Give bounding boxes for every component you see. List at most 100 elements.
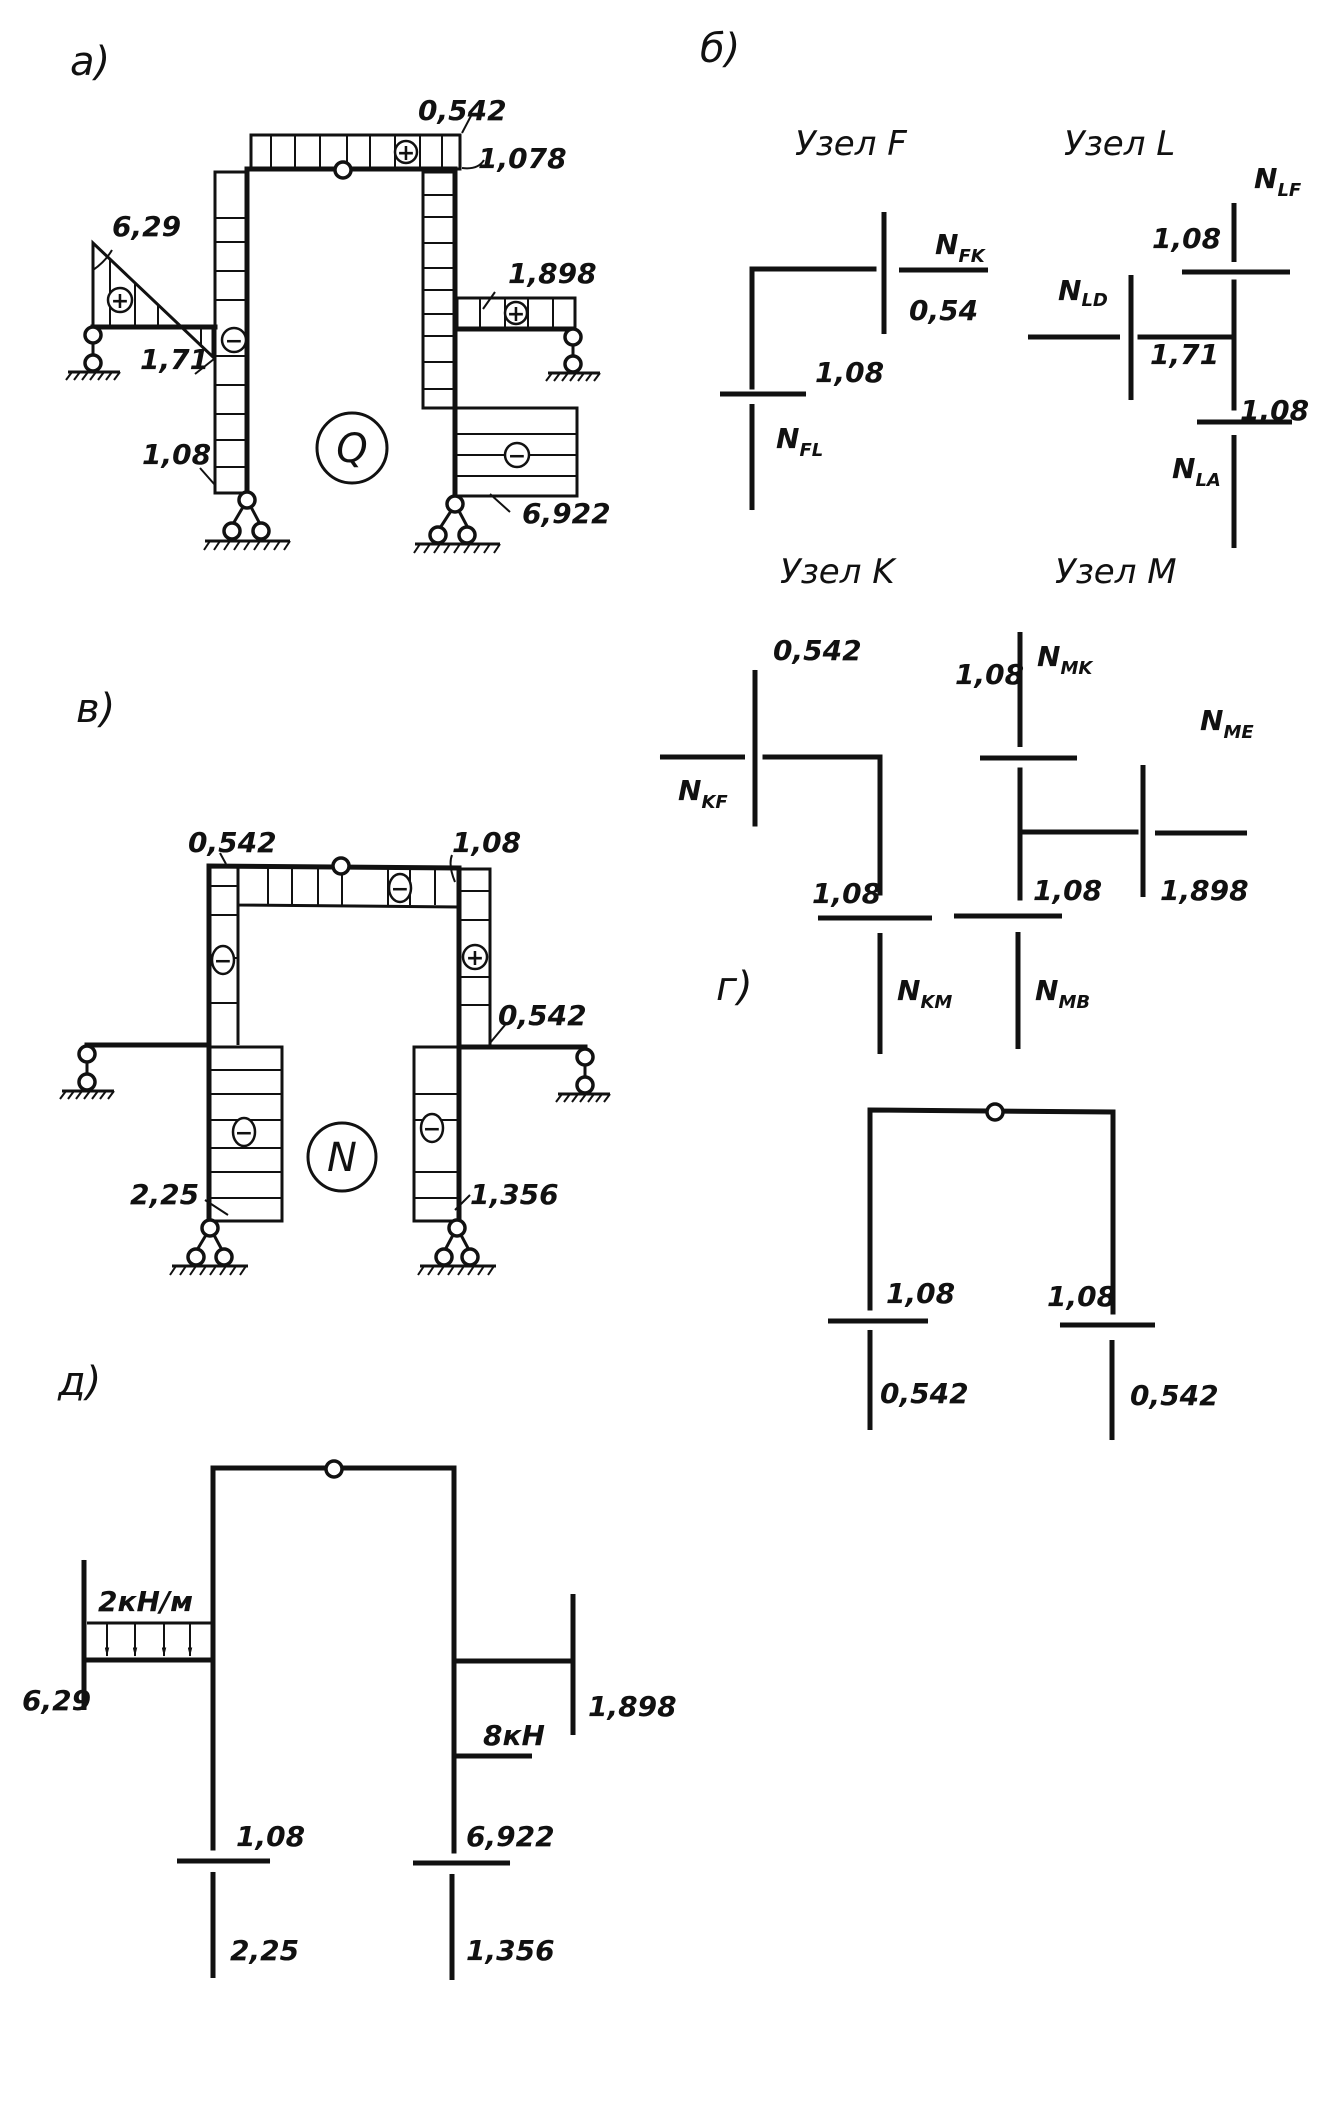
force-subscript: LA bbox=[1195, 470, 1220, 491]
panel-g-heading: г) bbox=[716, 964, 753, 1010]
right-upper-n-block: + bbox=[459, 867, 492, 1045]
roller-support-icon bbox=[555, 1047, 611, 1103]
plus-sign-icon bbox=[461, 943, 489, 971]
node-k: Узел K 0,542 NKF 1,08 NKM bbox=[659, 552, 952, 1055]
svg-text:NLA: NLA bbox=[1172, 452, 1221, 491]
roller-support-icon bbox=[59, 1044, 115, 1100]
force-name: N bbox=[776, 422, 799, 455]
roller-support-icon bbox=[65, 325, 121, 381]
value-label: 1,356 bbox=[470, 1178, 559, 1211]
force-name: N bbox=[1037, 640, 1060, 673]
value-label: 2,25 bbox=[230, 1934, 299, 1967]
roller-support-icon bbox=[545, 327, 601, 382]
value-label: 1,08 bbox=[452, 826, 521, 859]
diagram-symbol: N bbox=[327, 1135, 357, 1181]
sign-right-bracket: + bbox=[507, 302, 525, 327]
top-beam-n-block: − bbox=[236, 868, 460, 909]
svg-text:NFK: NFK bbox=[935, 228, 987, 267]
force-subscript: LF bbox=[1277, 180, 1301, 201]
sign-right-lower: − bbox=[508, 444, 526, 469]
node-title: Узел L bbox=[1064, 124, 1175, 164]
value-label: 0,542 bbox=[773, 634, 862, 667]
value-label: 6,29 bbox=[112, 210, 181, 243]
svg-text:NME: NME bbox=[1200, 704, 1254, 743]
panel-d-heading: д) bbox=[57, 1359, 101, 1405]
force-subscript: MB bbox=[1058, 992, 1090, 1013]
force-subscript: LD bbox=[1081, 290, 1107, 311]
node-title: Узел M bbox=[1055, 552, 1177, 592]
node-m: Узел M 1,08 NMK NME 1,08 1,898 NMB bbox=[953, 552, 1254, 1050]
svg-text:NMK: NMK bbox=[1037, 640, 1094, 679]
panel-v-heading: в) bbox=[76, 686, 115, 732]
left-lower-n-block: − bbox=[207, 1045, 284, 1223]
force-name: N bbox=[1172, 452, 1195, 485]
value-label: 6,29 bbox=[22, 1684, 91, 1717]
force-name: N bbox=[678, 774, 701, 807]
svg-text:NKM: NKM bbox=[897, 974, 952, 1013]
left-column-q-block: − bbox=[213, 170, 249, 495]
frame-outline bbox=[210, 1465, 457, 1854]
hinge-icon bbox=[333, 160, 353, 180]
value-label: 1,078 bbox=[478, 142, 567, 175]
value-label: 0,542 bbox=[1130, 1379, 1219, 1412]
value-label: 1,71 bbox=[1150, 338, 1219, 371]
minus-sign-icon bbox=[231, 1116, 257, 1148]
force-name: N bbox=[935, 228, 958, 261]
panel-b-heading: б) bbox=[700, 26, 740, 72]
diagram-symbol: Q bbox=[336, 426, 367, 472]
distributed-load bbox=[84, 1621, 216, 1663]
value-label: 0,542 bbox=[880, 1377, 969, 1410]
panel-v-axial-force-diagram: в) − − bbox=[59, 686, 611, 1276]
force-name: N bbox=[1035, 974, 1058, 1007]
hinge-icon bbox=[324, 1459, 344, 1479]
panel-b-node-equilibrium: б) Узел F NFK 0,54 1,08 NFL Узел L NLF bbox=[659, 26, 1309, 1055]
svg-text:NLD: NLD bbox=[1058, 274, 1108, 311]
force-name: N bbox=[1058, 274, 1081, 307]
sign-right-lower: − bbox=[423, 1117, 441, 1142]
value-label: 1,08 bbox=[1033, 874, 1102, 907]
diagram-symbol-circle bbox=[306, 1121, 378, 1193]
minus-sign-icon bbox=[503, 441, 531, 469]
minus-sign-icon bbox=[210, 944, 236, 976]
hinge-icon bbox=[331, 856, 351, 876]
force-subscript: KF bbox=[701, 792, 728, 813]
svg-text:NKF: NKF bbox=[678, 774, 728, 813]
minus-sign-icon bbox=[387, 872, 413, 904]
value-label: 0,542 bbox=[418, 94, 507, 127]
value-label: 6,922 bbox=[466, 1820, 555, 1853]
value-label: 1,08 bbox=[886, 1277, 955, 1310]
value-label: 1,08 bbox=[955, 658, 1024, 691]
supports-v bbox=[59, 1044, 611, 1276]
panel-a-heading: а) bbox=[70, 39, 110, 85]
sign-left-upper: − bbox=[214, 949, 232, 974]
value-label: 0,54 bbox=[909, 294, 978, 327]
svg-text:NFL: NFL bbox=[776, 422, 823, 461]
right-lower-q-block: − bbox=[453, 406, 579, 498]
node-title: Узел F bbox=[795, 124, 907, 164]
force-name: N bbox=[1254, 162, 1277, 195]
minus-sign-icon bbox=[220, 326, 248, 354]
node-f: Узел F NFK 0,54 1,08 NFL bbox=[720, 124, 989, 511]
svg-text:NMB: NMB bbox=[1035, 974, 1090, 1013]
minus-sign-icon bbox=[419, 1112, 445, 1144]
force-subscript: FK bbox=[958, 246, 986, 267]
panel-a-shear-diagram: а) + bbox=[65, 39, 611, 554]
force-name: N bbox=[1200, 704, 1223, 737]
sign-left-lower: − bbox=[235, 1121, 253, 1146]
value-label: 1,898 bbox=[588, 1690, 677, 1723]
supports-a bbox=[65, 325, 601, 554]
load-label: 2кН/м bbox=[98, 1585, 193, 1618]
value-label: 2,25 bbox=[130, 1178, 199, 1211]
top-beam-q-block: + bbox=[249, 133, 462, 171]
node-title: Узел K bbox=[780, 552, 897, 592]
sign-top-beam: + bbox=[397, 141, 415, 166]
value-label: 0,542 bbox=[498, 999, 587, 1032]
sign-left-column: − bbox=[225, 329, 243, 354]
value-label: 1,08 bbox=[1047, 1280, 1116, 1313]
value-label: 1,08 bbox=[812, 877, 881, 910]
panel-d-equilibrium-check: д) 2кН/м 6,29 1,898 8кН 1,08 6,922 2,25 … bbox=[22, 1359, 677, 1980]
value-label: 6,922 bbox=[522, 497, 611, 530]
force-subscript: ME bbox=[1223, 722, 1254, 743]
diagram-symbol-circle bbox=[315, 411, 389, 485]
